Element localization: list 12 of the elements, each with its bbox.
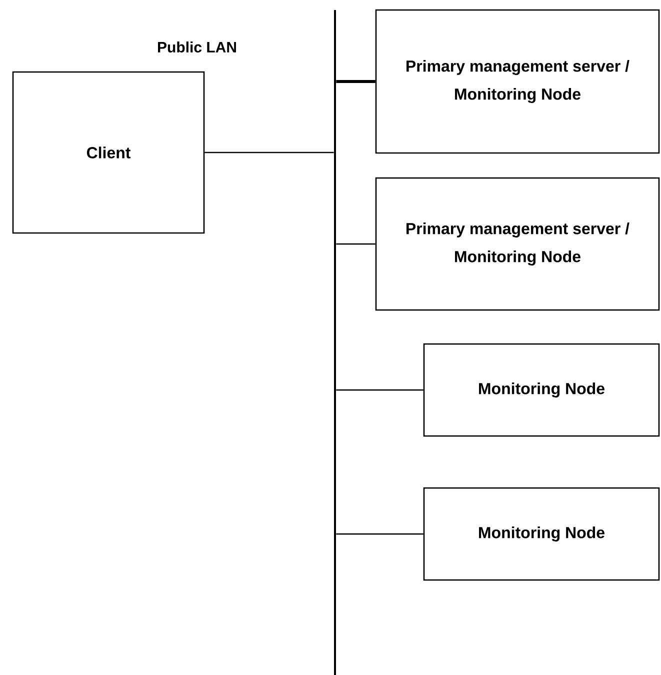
node-box: Client	[12, 71, 205, 234]
connector-line	[204, 152, 334, 154]
server-box: Primary management server / Monitoring Node	[375, 9, 660, 154]
network-label: Public LAN	[158, 42, 236, 52]
connector-line	[336, 80, 376, 83]
server-box: Primary management server / Monitoring Node	[375, 177, 660, 311]
connector-line	[336, 243, 376, 245]
connector-line	[336, 533, 424, 535]
node-box: Monitoring Node	[423, 343, 660, 437]
bus-line	[334, 10, 336, 675]
node-box: Monitoring Node	[423, 487, 660, 581]
connector-line	[336, 389, 424, 391]
